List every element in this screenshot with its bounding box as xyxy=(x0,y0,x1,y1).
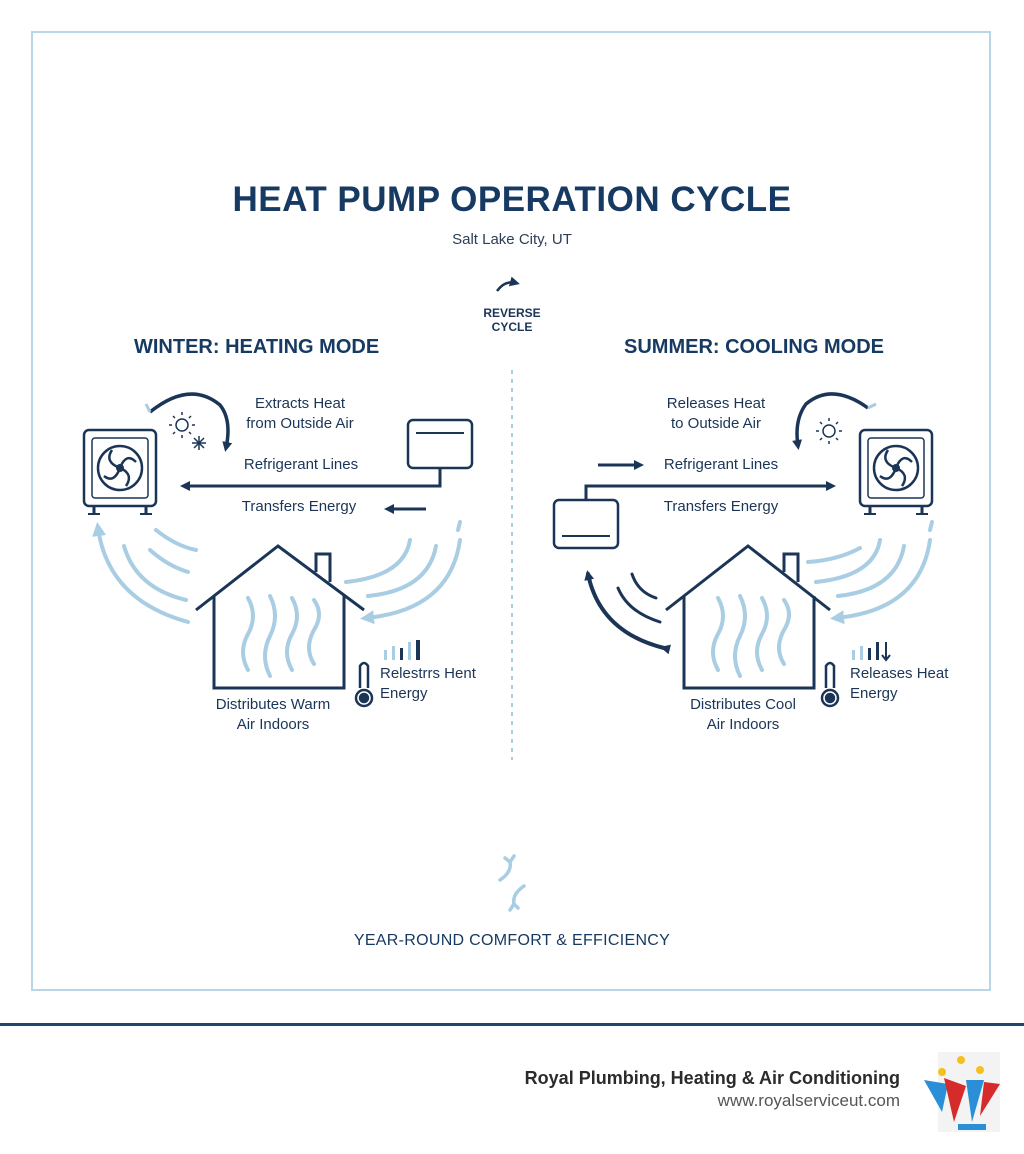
tagline: YEAR-ROUND COMFORT & EFFICIENCY xyxy=(353,932,671,949)
winter-releases-line2: Energy xyxy=(380,685,428,702)
summer-energy-bars-icon xyxy=(852,642,891,662)
summer-distributes-line1: Distributes Cool xyxy=(690,696,796,713)
snowflake-icon xyxy=(192,436,206,450)
footer-divider xyxy=(0,1023,1024,1026)
winter-distributes-label: Distributes Warm Air Indoors xyxy=(200,695,346,735)
summer-refrigerant-label: Refrigerant Lines xyxy=(663,456,779,473)
winter-airflow-right xyxy=(344,520,462,625)
winter-extracts-label: Extracts Heat from Outside Air xyxy=(230,394,370,434)
sun-icon xyxy=(169,412,195,438)
summer-distributes-line2: Air Indoors xyxy=(706,716,780,733)
winter-transfers-label: Transfers Energy xyxy=(241,498,357,515)
company-name: Royal Plumbing, Heating & Air Conditioni… xyxy=(524,1068,900,1088)
location-subtitle: Salt Lake City, UT xyxy=(452,231,572,248)
summer-airflow-left xyxy=(584,570,672,655)
reverse-cycle-icon xyxy=(495,276,520,292)
winter-distributes-line1: Distributes Warm xyxy=(215,696,331,713)
summer-cycle-curve xyxy=(792,392,870,450)
winter-thermometer-icon xyxy=(354,661,374,708)
summer-releases-line1: Releases Heat xyxy=(850,665,949,682)
winter-mode-heading: WINTER: HEATING MODE xyxy=(134,336,380,358)
summer-thermometer-icon xyxy=(820,661,840,708)
winter-releases-line1: Relestrrs Hent xyxy=(380,665,476,682)
summer-mode-heading: SUMMER: COOLING MODE xyxy=(624,336,884,358)
summer-releases-label: Releases Heat Energy xyxy=(850,664,960,704)
summer-house-icon xyxy=(665,544,831,690)
winter-releases-label: Relestrrs Hent Energy xyxy=(380,664,490,704)
summer-releases-outside-line1: Releases Heat xyxy=(666,395,766,412)
diagram-frame xyxy=(31,31,991,991)
summer-transfers-label: Transfers Energy xyxy=(663,498,779,515)
summer-refrigerant-line xyxy=(584,481,836,500)
winter-airflow-left xyxy=(92,522,198,624)
summer-sun-icon xyxy=(816,418,842,444)
diagram-title: HEAT PUMP OPERATION CYCLE xyxy=(232,180,792,219)
winter-refrigerant-line xyxy=(180,468,442,491)
summer-releases-line2: Energy xyxy=(850,685,898,702)
reverse-label-line1: REVERSE xyxy=(483,306,541,320)
reverse-label-line2: CYCLE xyxy=(491,320,533,334)
company-website[interactable]: www.royalserviceut.com xyxy=(717,1091,900,1110)
winter-energy-bars-icon xyxy=(384,640,420,660)
winter-heat-waves xyxy=(241,594,321,678)
summer-releases-outside-label: Releases Heat to Outside Air xyxy=(646,394,786,434)
winter-indoor-unit-icon xyxy=(406,418,474,470)
summer-distributes-label: Distributes Cool Air Indoors xyxy=(670,695,816,735)
summer-releases-outside-line2: to Outside Air xyxy=(670,415,762,432)
winter-house-icon xyxy=(195,544,365,690)
winter-extracts-line1: Extracts Heat xyxy=(254,395,346,412)
swap-arrows-icon xyxy=(498,854,526,912)
summer-cool-waves xyxy=(711,594,791,678)
summer-indoor-unit-icon xyxy=(552,498,620,550)
summer-airflow-right xyxy=(806,520,934,625)
winter-extracts-line2: from Outside Air xyxy=(246,415,354,432)
winter-outdoor-unit-icon xyxy=(82,428,158,515)
winter-cycle-curve xyxy=(148,392,233,452)
reverse-cycle-label: REVERSE CYCLE xyxy=(452,306,572,334)
winter-refrigerant-label: Refrigerant Lines xyxy=(243,456,359,473)
summer-outdoor-unit-icon xyxy=(858,428,934,515)
winter-distributes-line2: Air Indoors xyxy=(236,716,310,733)
royal-crown-logo-icon xyxy=(924,1052,1000,1132)
heat-pump-diagram xyxy=(82,276,934,912)
